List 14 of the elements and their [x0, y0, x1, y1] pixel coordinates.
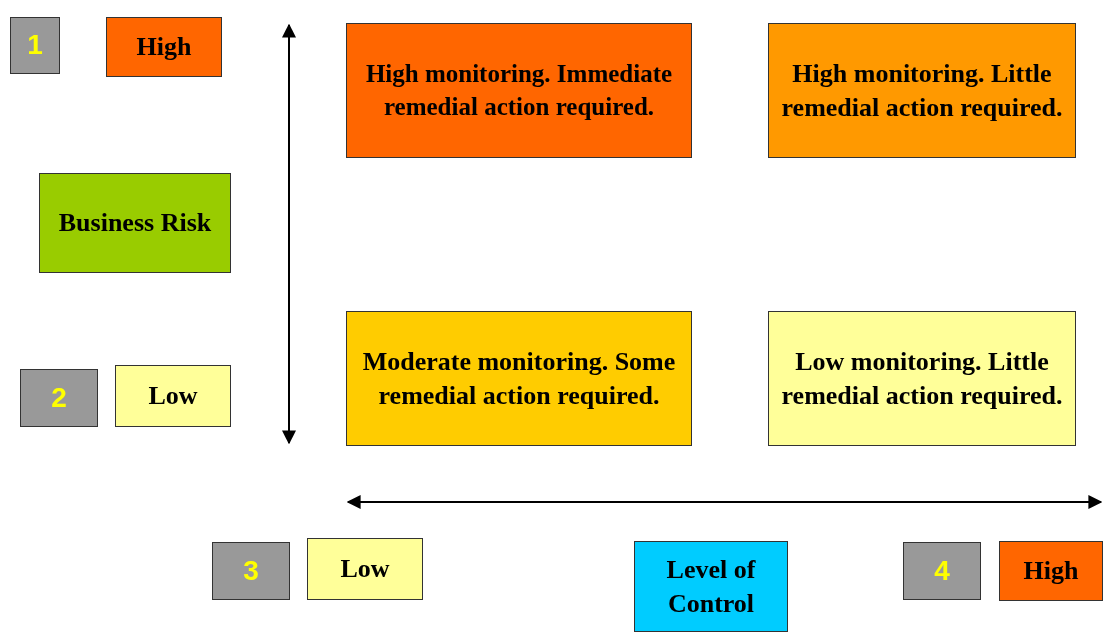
- axis-title-box: Level of Control: [634, 541, 788, 632]
- quadrant-box: High monitoring. Immediate remedial action required.: [346, 23, 692, 158]
- level-label-box: Low: [307, 538, 423, 600]
- axis-title-box: Business Risk: [39, 173, 231, 273]
- quadrant-box: Moderate monitoring. Some remedial action required.: [346, 311, 692, 446]
- level-label-box: High: [999, 541, 1103, 601]
- quadrant-box: Low monitoring. Little remedial action required.: [768, 311, 1076, 446]
- level-label-box: High: [106, 17, 222, 77]
- number-badge: 3: [212, 542, 290, 600]
- level-label-box: Low: [115, 365, 231, 427]
- number-badge: 1: [10, 17, 60, 74]
- number-badge: 4: [903, 542, 981, 600]
- quadrant-box: High monitoring. Little remedial action required.: [768, 23, 1076, 158]
- number-badge: 2: [20, 369, 98, 427]
